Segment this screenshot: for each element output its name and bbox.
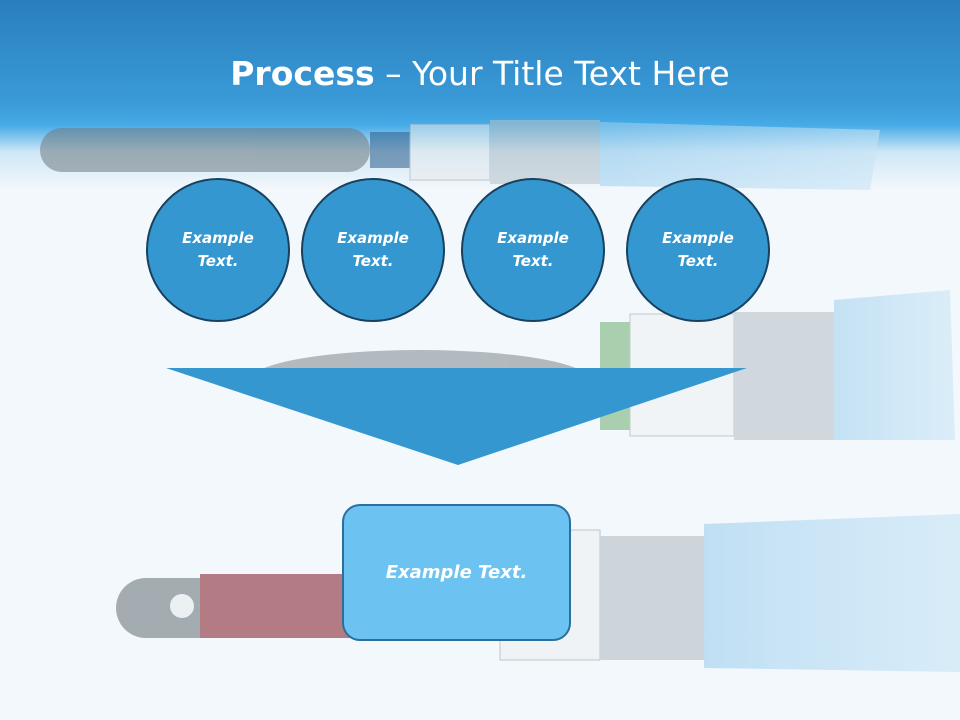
paintbrush-icon	[40, 120, 880, 190]
title-rest: – Your Title Text Here	[374, 54, 730, 93]
title-bold: Process	[230, 54, 375, 93]
step-label: Example Text.	[337, 229, 409, 270]
slide-title: Process – Your Title Text Here	[0, 52, 960, 96]
step-label: Example Text.	[662, 229, 734, 270]
step-circle-3: Example Text.	[461, 178, 605, 322]
result-label: Example Text.	[385, 562, 528, 583]
step-label: Example Text.	[497, 229, 569, 270]
result-box: Example Text.	[342, 504, 571, 641]
step-label: Example Text.	[182, 229, 254, 270]
step-circle-2: Example Text.	[301, 178, 445, 322]
step-circle-4: Example Text.	[626, 178, 770, 322]
step-circle-1: Example Text.	[146, 178, 290, 322]
